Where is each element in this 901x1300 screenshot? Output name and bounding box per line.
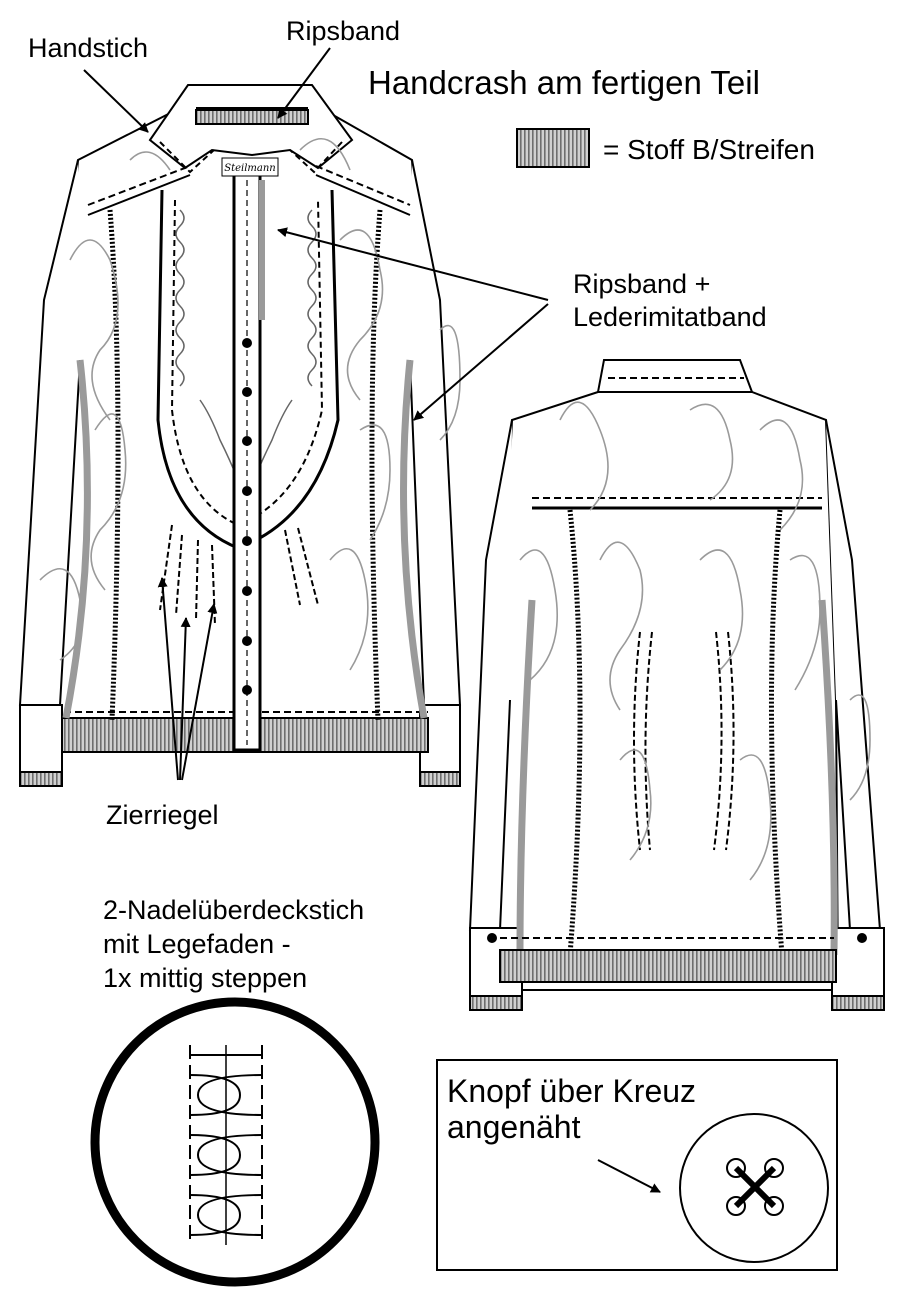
- svg-text:Steilmann: Steilmann: [224, 163, 276, 174]
- label-handstich: Handstich: [28, 33, 149, 63]
- front-view: [18, 84, 462, 787]
- front-buttons: [242, 338, 252, 695]
- button-icon: [242, 636, 252, 646]
- legend-swatch: [516, 128, 590, 168]
- callout-arrows: [83, 47, 661, 1193]
- page-title: Handcrash am fertigen Teil: [368, 64, 760, 101]
- button-icon: [242, 387, 252, 397]
- arrow-icon: [157, 577, 179, 781]
- stitch-detail-icon: [90, 997, 380, 1287]
- label-button-detail: Knopf über Kreuz angenäht: [447, 1073, 696, 1145]
- button-icon: [679, 1113, 829, 1263]
- arrow-icon: [413, 303, 549, 421]
- label-line: 2-Nadelüberdeckstich: [103, 895, 365, 925]
- handcrash-lines-front: [39, 138, 461, 671]
- label-line: 1x mittig steppen: [103, 963, 308, 993]
- legend-label: = Stoff B/Streifen: [603, 134, 815, 165]
- button-icon: [242, 436, 252, 446]
- arrow-icon: [83, 69, 149, 133]
- button-icon: [242, 338, 252, 348]
- button-icon: [242, 685, 252, 695]
- label-line: mit Legefaden -: [103, 929, 291, 959]
- label-line: Knopf über Kreuz: [447, 1073, 697, 1109]
- handcrash-lines-back: [519, 401, 871, 881]
- arrow-icon: [277, 47, 331, 119]
- arrow-icon: [277, 227, 549, 301]
- button-icon: [242, 586, 252, 596]
- button-icon: [242, 536, 252, 546]
- brand-logo: Steilmann: [221, 157, 279, 177]
- label-line: Ripsband +: [573, 269, 711, 299]
- label-ripsband: Ripsband: [286, 16, 401, 46]
- back-view: [468, 359, 885, 1011]
- label-zierriegel: Zierriegel: [106, 800, 219, 830]
- label-ripsband-lederimitatband: Ripsband + Lederimitatband: [573, 268, 767, 334]
- arrow-icon: [179, 617, 191, 781]
- arrow-icon: [597, 1159, 661, 1193]
- label-line: angenäht: [447, 1109, 581, 1145]
- label-line: Lederimitatband: [573, 302, 767, 332]
- arrow-icon: [181, 603, 218, 781]
- label-stitch-detail: 2-Nadelüberdeckstich mit Legefaden - 1x …: [103, 893, 364, 995]
- button-icon: [242, 486, 252, 496]
